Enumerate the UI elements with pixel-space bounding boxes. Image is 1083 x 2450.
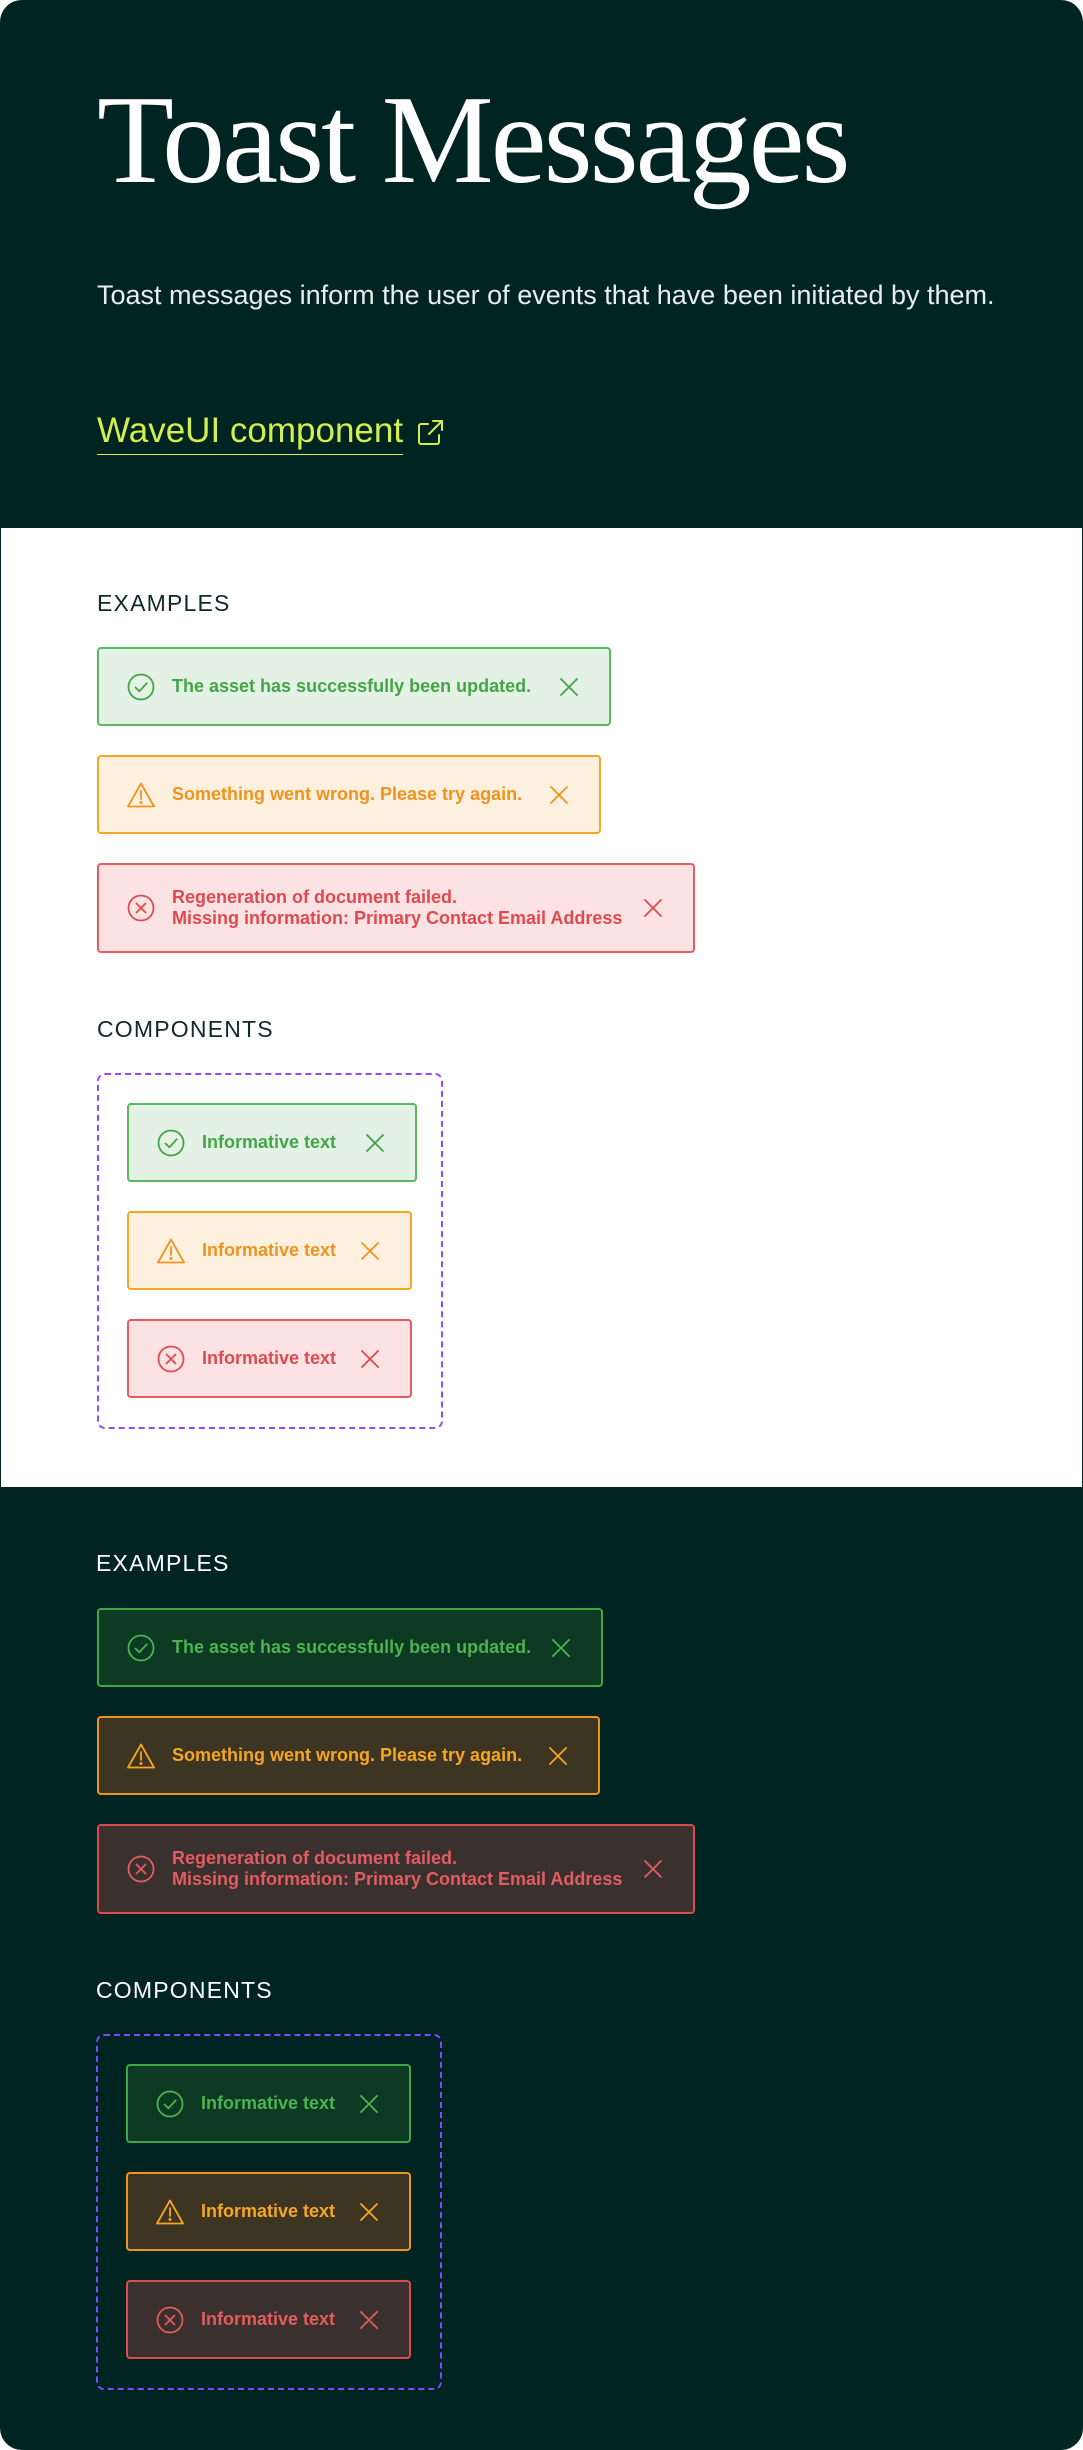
- warning-triangle-icon: [126, 1741, 156, 1771]
- toast-success-example: The asset has successfully been updated.: [97, 647, 611, 726]
- toast-message-line-2: Missing information: Primary Contact Ema…: [172, 1869, 623, 1889]
- page-title: Toast Messages: [97, 71, 851, 210]
- toast-success-component: Informative text: [126, 2064, 411, 2143]
- toast-message: Informative text: [201, 2309, 336, 2329]
- close-icon[interactable]: [556, 674, 582, 700]
- toast-message-line-1: Regeneration of document failed.: [172, 1848, 458, 1868]
- page-header: Toast Messages Toast messages inform the…: [0, 0, 1083, 528]
- check-circle-icon: [126, 1633, 156, 1663]
- waveui-component-link-label: WaveUI component: [97, 410, 404, 455]
- x-circle-icon: [126, 893, 156, 923]
- toast-message: Informative text: [201, 2201, 336, 2221]
- page-description: Toast messages inform the user of events…: [97, 280, 995, 310]
- toast-message: Informative text: [202, 1240, 337, 1260]
- toast-success-component: Informative text: [127, 1103, 417, 1182]
- warning-triangle-icon: [156, 1236, 186, 1266]
- components-container: Informative text Informative text Inform: [96, 2034, 442, 2390]
- toast-error-component: Informative text: [127, 1319, 412, 1398]
- light-theme-section: EXAMPLES The asset has successfully been…: [1, 528, 1082, 1487]
- toast-error-example: Regeneration of document failed. Missing…: [97, 863, 695, 953]
- x-circle-icon: [156, 1344, 186, 1374]
- components-heading: COMPONENTS: [97, 1016, 274, 1042]
- toast-success-example: The asset has successfully been updated.: [97, 1608, 603, 1687]
- toast-message: The asset has successfully been updated.: [172, 1637, 532, 1657]
- waveui-component-link[interactable]: WaveUI component: [97, 410, 445, 455]
- examples-heading: EXAMPLES: [97, 590, 231, 616]
- close-icon[interactable]: [357, 1346, 383, 1372]
- warning-triangle-icon: [126, 780, 156, 810]
- close-icon[interactable]: [357, 1238, 383, 1264]
- check-circle-icon: [156, 1128, 186, 1158]
- close-icon[interactable]: [362, 1130, 388, 1156]
- examples-heading: EXAMPLES: [96, 1550, 230, 1576]
- toast-message: Informative text: [202, 1348, 337, 1368]
- dark-theme-section: EXAMPLES The asset has successfully been…: [0, 1487, 1083, 2450]
- close-icon[interactable]: [640, 1856, 666, 1882]
- toast-message: The asset has successfully been updated.: [172, 676, 532, 696]
- close-icon[interactable]: [356, 2091, 382, 2117]
- toast-error-example: Regeneration of document failed. Missing…: [97, 1824, 695, 1914]
- toast-message: Something went wrong. Please try again.: [172, 1745, 523, 1765]
- toast-message-line-1: Regeneration of document failed.: [172, 887, 458, 907]
- check-circle-icon: [155, 2089, 185, 2119]
- external-link-icon: [415, 418, 445, 448]
- warning-triangle-icon: [155, 2197, 185, 2227]
- toast-error-component: Informative text: [126, 2280, 411, 2359]
- toast-warning-example: Something went wrong. Please try again.: [97, 755, 601, 834]
- toast-warning-component: Informative text: [127, 1211, 412, 1290]
- close-icon[interactable]: [548, 1635, 574, 1661]
- toast-message: Something went wrong. Please try again.: [172, 784, 523, 804]
- toast-warning-example: Something went wrong. Please try again.: [97, 1716, 600, 1795]
- check-circle-icon: [126, 672, 156, 702]
- x-circle-icon: [155, 2305, 185, 2335]
- close-icon[interactable]: [545, 1743, 571, 1769]
- close-icon[interactable]: [640, 895, 666, 921]
- toast-warning-component: Informative text: [126, 2172, 411, 2251]
- components-container: Informative text Informative text Inform: [97, 1073, 443, 1429]
- toast-message: Informative text: [201, 2093, 336, 2113]
- close-icon[interactable]: [546, 782, 572, 808]
- toast-message-line-2: Missing information: Primary Contact Ema…: [172, 908, 623, 928]
- x-circle-icon: [126, 1854, 156, 1884]
- components-heading: COMPONENTS: [96, 1977, 273, 2003]
- close-icon[interactable]: [356, 2199, 382, 2225]
- close-icon[interactable]: [356, 2307, 382, 2333]
- toast-message: Informative text: [202, 1132, 337, 1152]
